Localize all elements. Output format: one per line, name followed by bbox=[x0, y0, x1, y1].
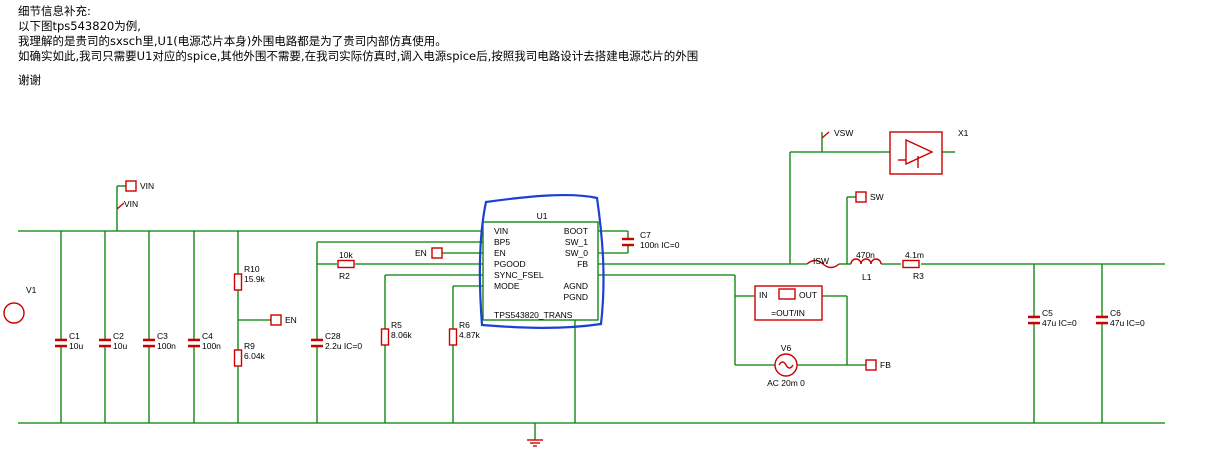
opamp-triangle bbox=[905, 138, 934, 166]
r10-ref: R10 bbox=[244, 264, 260, 274]
fb-port-box bbox=[865, 359, 877, 371]
labels: C110uC210uC3100nC4100nR1015.9kR96.04kC28… bbox=[26, 128, 1145, 388]
r3-value: 4.1m bbox=[905, 250, 924, 260]
vin-net-flag bbox=[116, 202, 125, 210]
highlight-circle bbox=[478, 193, 605, 329]
v6-value: AC 20m 0 bbox=[767, 378, 805, 388]
notes-line-2: 我理解的是贵司的sxsch里,U1(电源芯片本身)外围电路都是为了贵司内部仿真使… bbox=[18, 34, 447, 48]
r2-ref: R2 bbox=[339, 271, 350, 281]
c2-value: 10u bbox=[113, 341, 127, 351]
c6-value: 47u IC=0 bbox=[1110, 318, 1145, 328]
vin-port-box bbox=[125, 180, 137, 192]
ic-left-pin-en: EN bbox=[494, 248, 506, 258]
c1-gap bbox=[54, 339, 68, 347]
en-a-port-box bbox=[431, 247, 443, 259]
vin-port-label: VIN bbox=[140, 181, 154, 191]
notes-thanks: 谢谢 bbox=[18, 73, 41, 87]
c5-ref: C5 bbox=[1042, 308, 1053, 318]
c2-gap bbox=[98, 339, 112, 347]
wires bbox=[18, 132, 1165, 440]
r10-value: 15.9k bbox=[244, 274, 266, 284]
notes-line-3: 如确实如此,我司只需要U1对应的spice,其他外围不需要,在我司实际仿真时,调… bbox=[18, 49, 699, 63]
vsw-net-label: VSW bbox=[834, 128, 853, 138]
circuit-schematic: C110uC210uC3100nC4100nR1015.9kR96.04kC28… bbox=[3, 128, 1165, 447]
r10-resistor-body bbox=[233, 273, 243, 291]
vin-net-label: VIN bbox=[124, 199, 138, 209]
r6-value: 4.87k bbox=[459, 330, 481, 340]
sw-port-label: SW bbox=[870, 192, 884, 202]
sw-port-box bbox=[855, 191, 867, 203]
ic-ref: U1 bbox=[537, 211, 548, 221]
notes-line-1: 以下图tps543820为例, bbox=[18, 19, 141, 33]
c4-gap bbox=[187, 339, 201, 347]
notes-heading: 细节信息补充: bbox=[18, 4, 91, 18]
c7-ref: C7 bbox=[640, 230, 651, 240]
c3-value: 100n bbox=[157, 341, 176, 351]
r5-ref: R5 bbox=[391, 320, 402, 330]
meas-in-label: IN bbox=[759, 290, 768, 300]
ic-left-pin-mode: MODE bbox=[494, 281, 520, 291]
vsw-net-flag bbox=[821, 131, 830, 139]
v6-source-circle bbox=[774, 353, 798, 377]
isw-label: ISW bbox=[813, 256, 829, 266]
r9-value: 6.04k bbox=[244, 351, 266, 361]
en-b-port-box bbox=[270, 314, 282, 326]
c1-value: 10u bbox=[69, 341, 83, 351]
c2-ref: C2 bbox=[113, 331, 124, 341]
r6-ref: R6 bbox=[459, 320, 470, 330]
r2-resistor-body bbox=[337, 259, 355, 269]
ic-body bbox=[482, 221, 599, 321]
fb-port-label: FB bbox=[880, 360, 891, 370]
c1-ref: C1 bbox=[69, 331, 80, 341]
ic-left-pin-vin: VIN bbox=[494, 226, 508, 236]
v6-ref: V6 bbox=[781, 343, 792, 353]
c28-value: 2.2u IC=0 bbox=[325, 341, 362, 351]
ic-left-pin-sync_fsel: SYNC_FSEL bbox=[494, 270, 544, 280]
r3-ref: R3 bbox=[913, 271, 924, 281]
ic-left-pin-pgood: PGOOD bbox=[494, 259, 526, 269]
en-port-label: EN bbox=[415, 248, 427, 258]
r2-value: 10k bbox=[339, 250, 353, 260]
v1-source-circle bbox=[3, 302, 25, 324]
ic-right-pin-fb: FB bbox=[577, 259, 588, 269]
l1-inductor-coil bbox=[870, 258, 882, 265]
c6-gap bbox=[1095, 316, 1109, 324]
ic-right-pin-agnd: AGND bbox=[563, 281, 588, 291]
c6-ref: C6 bbox=[1110, 308, 1121, 318]
ic-right-pin-pgnd: PGND bbox=[563, 292, 588, 302]
c5-gap bbox=[1027, 316, 1041, 324]
c5-value: 47u IC=0 bbox=[1042, 318, 1077, 328]
r6-resistor-body bbox=[448, 328, 458, 346]
c4-ref: C4 bbox=[202, 331, 213, 341]
meas-out-label: OUT bbox=[799, 290, 817, 300]
meas-expr-label: =OUT/IN bbox=[771, 308, 805, 318]
ic-part-name: TPS543820_TRANS bbox=[494, 310, 573, 320]
r5-value: 8.06k bbox=[391, 330, 413, 340]
v6-sine bbox=[778, 361, 794, 369]
c4-value: 100n bbox=[202, 341, 221, 351]
c28-ref: C28 bbox=[325, 331, 341, 341]
c3-ref: C3 bbox=[157, 331, 168, 341]
en-port-label: EN bbox=[285, 315, 297, 325]
x1-ref: X1 bbox=[958, 128, 969, 138]
r5-resistor-body bbox=[380, 328, 390, 346]
l1-value: 470n bbox=[856, 250, 875, 260]
notes-block: 细节信息补充: 以下图tps543820为例, 我理解的是贵司的sxsch里,U… bbox=[18, 4, 698, 88]
v1-ref: V1 bbox=[26, 285, 37, 295]
r9-ref: R9 bbox=[244, 341, 255, 351]
isw-probe-symbol bbox=[806, 259, 840, 269]
meas-icon bbox=[778, 288, 796, 300]
c3-gap bbox=[142, 339, 156, 347]
ic-right-pin-sw_1: SW_1 bbox=[565, 237, 588, 247]
ic-right-pin-sw_0: SW_0 bbox=[565, 248, 588, 258]
r3-resistor-body bbox=[902, 259, 920, 269]
components bbox=[3, 131, 1109, 447]
l1-ref: L1 bbox=[862, 272, 872, 282]
ic-left-pin-bp5: BP5 bbox=[494, 237, 510, 247]
r9-resistor-body bbox=[233, 349, 243, 367]
c28-gap bbox=[310, 339, 324, 347]
c7-value: 100n IC=0 bbox=[640, 240, 680, 250]
ic-right-pin-boot: BOOT bbox=[564, 226, 588, 236]
meas-block bbox=[754, 285, 823, 321]
